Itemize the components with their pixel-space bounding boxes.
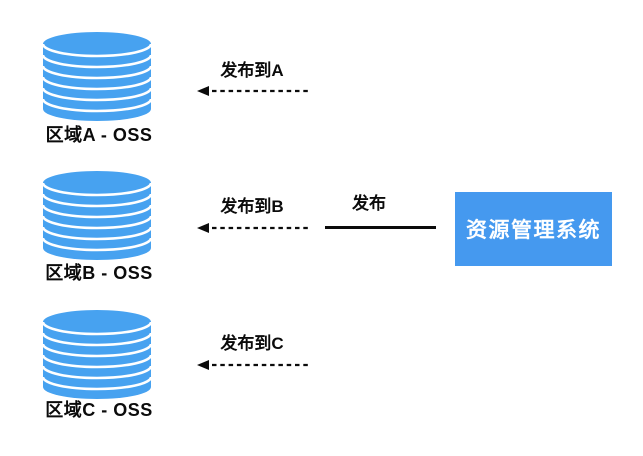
publish-label: 发布 [352,194,386,213]
region-a-label: 区域A - OSS [45,125,153,145]
resource-management-system-label: 资源管理系统 [466,219,601,242]
oss-database-icon-b [42,171,152,260]
region-b-label: 区域B - OSS [45,263,153,283]
dashed-arrow-left-icon-c [197,360,308,370]
publish-to-b-label: 发布到B [220,197,284,216]
publish-to-a-label: 发布到A [220,61,284,80]
region-c-label: 区域C - OSS [45,400,153,420]
publish-connector-line [325,226,436,229]
disk-separators [42,182,152,252]
disk-separators [42,321,152,391]
dashed-arrow-left-icon-b [197,223,308,233]
disk-separators [42,43,152,113]
oss-database-icon-c [42,310,152,399]
resource-management-system-box: 资源管理系统 [455,192,612,266]
dashed-arrow-left-icon-a [197,86,308,96]
oss-database-icon-a [42,32,152,121]
publish-to-c-label: 发布到C [220,334,284,353]
